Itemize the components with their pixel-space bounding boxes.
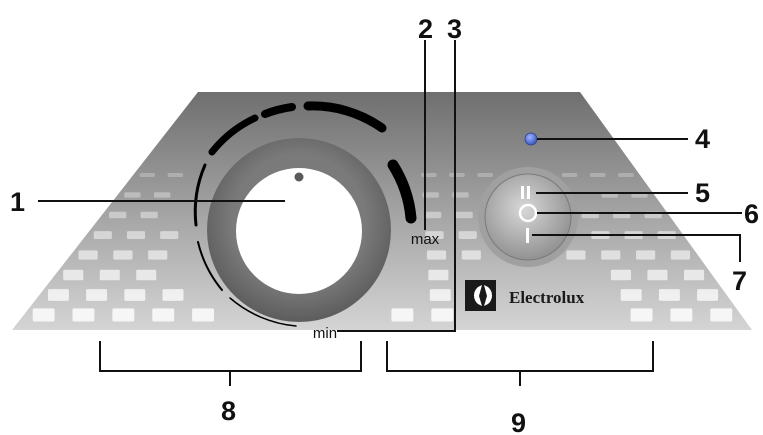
switch-symbol-low: [526, 228, 529, 243]
callout-4: 4: [695, 124, 710, 154]
scale-segment: [208, 114, 259, 156]
perforation-hole: [72, 308, 95, 322]
perforation-hole: [618, 173, 634, 177]
perforation-hole: [429, 289, 451, 301]
perforation-hole: [47, 289, 69, 301]
perforation-hole: [610, 269, 631, 281]
scale-segment: [197, 241, 223, 291]
callout-8: 8: [221, 396, 236, 426]
perforation-hole: [561, 173, 578, 177]
perforation-hole: [697, 289, 719, 301]
perforation-hole: [126, 231, 146, 239]
callout-3: 3: [447, 14, 462, 44]
callout-1: 1: [10, 187, 25, 217]
bracket-9: [386, 341, 654, 372]
callout-6: 6: [744, 199, 759, 229]
perforation-hole: [620, 289, 642, 301]
perforation-hole: [154, 192, 171, 198]
max-label: max: [411, 231, 440, 248]
perforation-hole: [167, 173, 184, 177]
leader-3: [337, 40, 456, 332]
perforation-hole: [148, 250, 168, 260]
perforation-hole: [32, 308, 55, 322]
switch-symbol-off: [518, 203, 538, 223]
perforation-hole: [139, 173, 155, 177]
perforation-hole: [162, 289, 184, 301]
perforation-hole: [477, 173, 493, 177]
perforation-hole: [461, 250, 481, 260]
scale-segment: [229, 297, 297, 327]
perforation-hole: [86, 289, 108, 301]
perforation-hole: [710, 308, 733, 322]
bracket-8: [99, 341, 362, 372]
perforation-hole: [421, 173, 437, 177]
logo-mark-icon: [473, 285, 493, 306]
perforation-hole: [78, 250, 98, 260]
scale-segment: [303, 101, 387, 133]
perforation-hole: [601, 250, 621, 260]
perforation-hole: [391, 308, 414, 322]
perforation-hole: [452, 192, 469, 198]
perforation-hole: [113, 250, 133, 260]
perforation-hole: [458, 231, 477, 239]
perforation-hole: [449, 173, 465, 177]
perforation-hole: [670, 308, 693, 322]
perforation-hole: [426, 250, 447, 260]
leader-7: [532, 234, 741, 262]
perforation-hole: [109, 211, 127, 219]
switch-symbol-high: [521, 186, 530, 199]
perforation-hole: [192, 308, 214, 322]
perforation-hole: [63, 269, 84, 281]
perforation-hole: [112, 308, 135, 322]
callout-5: 5: [695, 178, 710, 208]
perforation-hole: [124, 192, 141, 198]
perforation-hole: [566, 250, 586, 260]
perforation-hole: [99, 269, 120, 281]
perforation-hole: [152, 308, 175, 322]
perforation-hole: [422, 192, 439, 198]
brand-name: Electrolux: [509, 288, 585, 307]
scale-segment: [261, 103, 296, 118]
callout-2: 2: [418, 14, 433, 44]
callout-9: 9: [511, 408, 526, 435]
perforation-hole: [658, 289, 680, 301]
perforation-hole: [140, 211, 158, 219]
knob-pointer-dot: [294, 172, 304, 182]
perforation-hole: [424, 211, 442, 219]
scale-segment: [193, 163, 207, 227]
scale-segment: [387, 159, 417, 224]
callout-7: 7: [732, 266, 747, 296]
perforation-hole: [684, 269, 705, 281]
mode-switch[interactable]: [478, 167, 578, 267]
perforation-hole: [647, 269, 668, 281]
indicator-lamp: [524, 132, 538, 146]
perforation-hole: [93, 231, 112, 239]
perforation-hole: [428, 269, 449, 281]
perforation-hole: [670, 250, 690, 260]
perforation-hole: [124, 289, 146, 301]
perforation-hole: [636, 250, 656, 260]
perforation-hole: [160, 231, 179, 239]
knob-face[interactable]: [236, 168, 362, 294]
perforation-grid: [32, 173, 733, 322]
perforation-hole: [590, 173, 606, 177]
perforation-hole: [455, 211, 473, 219]
perforation-hole: [136, 269, 157, 281]
perforation-hole: [630, 308, 653, 322]
min-label: min: [313, 325, 337, 342]
perforation-hole: [431, 308, 454, 322]
thermostat-dial[interactable]: max min: [193, 101, 440, 342]
perforation-hole: [425, 231, 444, 239]
brand-logo: Electrolux: [465, 280, 585, 311]
switch-body[interactable]: [484, 173, 572, 261]
